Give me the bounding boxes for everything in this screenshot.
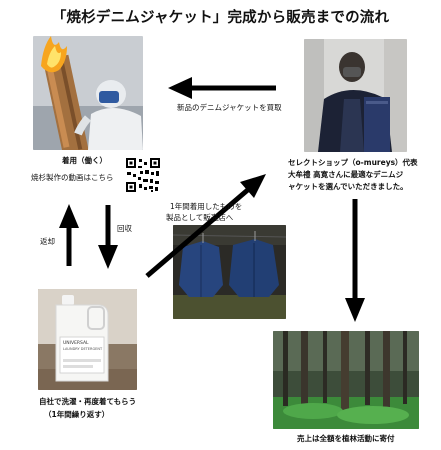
cedar-forest-photo [273,331,419,429]
arrow-sales-down [345,199,365,322]
label-buy-new: 新品のデニムジャケットを買取 [177,103,282,112]
label-wear: 着用（働く） [62,156,107,165]
label-donate: 売上は全額を植林活動に寄付 [297,434,395,443]
label-return: 返却 [40,237,55,246]
label-qr-video[interactable]: 焼杉製作の動画はこちら [31,173,114,182]
arrow-diagonal-to-shop [145,174,266,278]
label-sell-line2: 製品として販売店へ [166,213,234,222]
label-wash-line2: （1年間繰り返す） [44,410,110,419]
label-wash-line1: 自社で洗濯・再度着てもらう [39,397,137,406]
shop-owner-photo [304,39,407,152]
arrow-collect-down [98,205,118,269]
label-shop-line1: セレクトショップ（o-mureys）代表 [288,158,418,167]
bottle-label-line2: LAUNDRY DETERGENT [63,347,103,351]
label-shop-line3: ャケットを選んでいただきました。 [288,182,408,191]
detergent-bottle-photo: UNIVERSAL LAUNDRY DETERGENT [38,289,137,390]
burning-cedar-photo [33,36,143,150]
label-sell-line1: 1年間着用したものを [170,202,243,211]
arrow-buy-left [168,77,276,99]
page-title: 「焼杉デニムジャケット」完成から販売までの流れ [51,10,390,26]
label-collect: 回収 [117,224,132,233]
bottle-label-line1: UNIVERSAL [63,340,89,346]
arrow-return-up [59,204,79,266]
label-shop-line2: 大牟禮 高寛さんに最適なデニムジ [288,170,404,179]
qr-code-icon[interactable] [125,157,161,193]
